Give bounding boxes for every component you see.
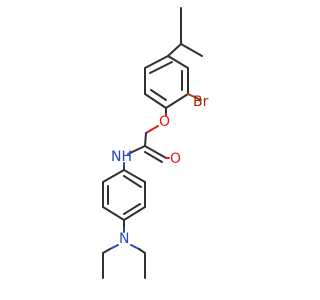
bromine-label: Br	[193, 94, 209, 110]
aromatic-ring-bottom	[102, 169, 146, 221]
carbonyl-group: O	[144, 145, 181, 167]
bromine-substituent: Br	[187, 93, 209, 110]
ether-oxygen-label: O	[159, 114, 170, 130]
amide-nh-label: NH	[111, 149, 132, 165]
molecule-structure: Br O O NH N	[102, 7, 209, 279]
aromatic-ring-top	[144, 43, 189, 109]
amine-nitrogen-label: N	[119, 231, 129, 247]
ethyl-group-top	[180, 7, 203, 57]
amide-nh: NH	[111, 145, 146, 171]
carbonyl-oxygen-label: O	[170, 151, 181, 167]
ether-linkage: O	[144, 107, 170, 147]
diethylamino-group: N	[102, 219, 146, 279]
